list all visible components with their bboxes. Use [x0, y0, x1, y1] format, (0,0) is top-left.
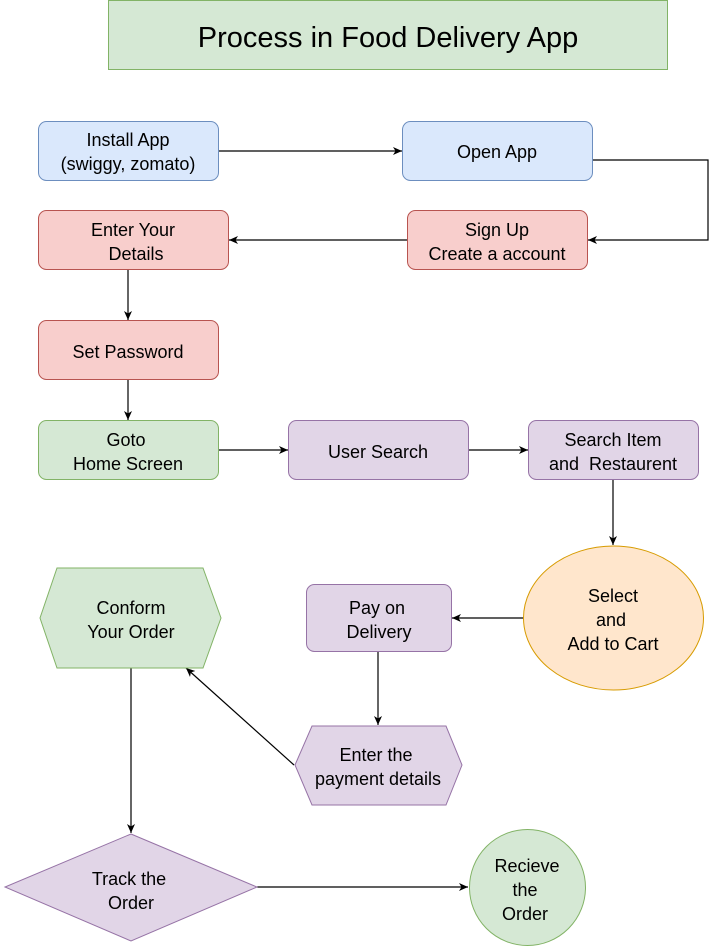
user-search-label: User Search	[328, 442, 428, 462]
search-item-label-line-1: Search Item	[564, 430, 661, 450]
search-item-node	[528, 420, 699, 480]
select-add-label-line-2: and	[596, 610, 626, 630]
goto-home-label-line-1: Goto	[106, 430, 145, 450]
receive-order-label-line-3: Order	[502, 904, 548, 924]
user-search-node	[288, 420, 469, 480]
receive-order-label-line-1: Recieve	[494, 856, 559, 876]
page-title: Process in Food Delivery App	[198, 22, 578, 54]
enter-details-node	[38, 210, 229, 270]
edge-payment-details-to-conform	[185, 667, 295, 766]
conform-order-label-line-2: Your Order	[87, 622, 174, 642]
track-order-node	[3, 833, 259, 942]
install-app-label-line-2: (swiggy, zomato)	[61, 154, 196, 174]
open-app-label: Open App	[457, 142, 537, 162]
conform-order-node	[39, 567, 222, 669]
goto-home-label-line-2: Home Screen	[73, 454, 183, 474]
install-app-node	[38, 121, 219, 181]
track-order-label-line-1: Track the	[92, 869, 166, 889]
sign-up-label-line-1: Sign Up	[465, 220, 529, 240]
goto-home-node	[38, 420, 219, 480]
select-add-node	[523, 545, 704, 691]
pay-on-delivery-label-line-2: Delivery	[346, 622, 411, 642]
edge-open-to-signup	[588, 159, 709, 244]
enter-details-label-line-2: Details	[108, 244, 163, 264]
open-app-node	[402, 121, 593, 181]
payment-details-label-line-2: payment details	[315, 769, 441, 789]
nodes	[3, 121, 704, 946]
sign-up-node	[407, 210, 588, 270]
search-item-label-line-2: and Restaurent	[549, 454, 677, 474]
track-order-label-line-2: Order	[108, 893, 154, 913]
edges	[124, 147, 709, 891]
set-password-label: Set Password	[72, 342, 183, 362]
receive-order-label-line-2: the	[512, 880, 537, 900]
payment-details-label-line-1: Enter the	[339, 745, 412, 765]
pay-on-delivery-label-line-1: Pay on	[349, 598, 405, 618]
title-box	[108, 0, 668, 70]
pay-on-delivery-node	[306, 584, 452, 652]
select-add-label-line-3: Add to Cart	[567, 634, 658, 654]
payment-details-node	[294, 725, 463, 806]
conform-order-label-line-1: Conform	[96, 598, 165, 618]
enter-details-label-line-1: Enter Your	[91, 220, 175, 240]
install-app-label-line-1: Install App	[86, 130, 169, 150]
node-labels: Install App (swiggy, zomato) Open App Si…	[61, 130, 677, 924]
set-password-node	[38, 320, 219, 380]
title-banner: Process in Food Delivery App	[108, 0, 668, 70]
sign-up-label-line-2: Create a account	[428, 244, 565, 264]
select-add-label-line-1: Select	[588, 586, 638, 606]
